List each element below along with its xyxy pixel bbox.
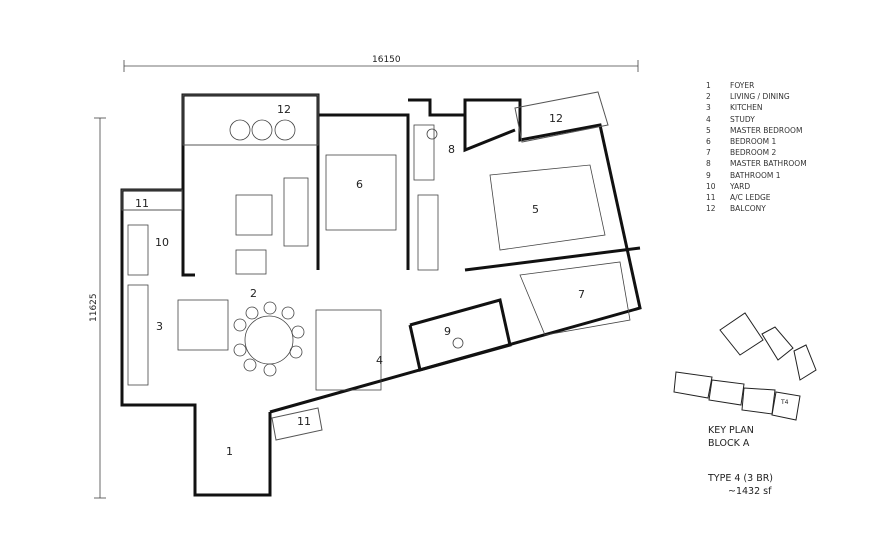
legend-num: 4 bbox=[706, 114, 711, 124]
room-label-9: 9 bbox=[444, 325, 451, 338]
legend-num: 7 bbox=[706, 148, 711, 158]
legend-name: MASTER BEDROOM bbox=[730, 125, 803, 135]
legend-item: 5 MASTER BEDROOM bbox=[706, 125, 807, 136]
room-label-10: 10 bbox=[155, 236, 169, 249]
legend-num: 3 bbox=[706, 103, 711, 113]
room-label-11a: 11 bbox=[135, 197, 149, 210]
legend-item: 6 BEDROOM 1 bbox=[706, 136, 807, 147]
legend-item: 9 BATHROOM 1 bbox=[706, 170, 807, 181]
room-label-4: 4 bbox=[376, 354, 383, 367]
room-label-6: 6 bbox=[356, 178, 363, 191]
legend-num: 10 bbox=[706, 181, 716, 191]
room-label-2: 2 bbox=[250, 287, 257, 300]
key-plan-title: KEY PLAN bbox=[708, 425, 754, 436]
unit-info: TYPE 4 (3 BR) ~1432 sf bbox=[708, 472, 773, 498]
height-dimension: 11625 bbox=[89, 293, 99, 322]
room-label-12b: 12 bbox=[549, 112, 563, 125]
legend-num: 1 bbox=[706, 81, 711, 90]
room-labels: 1 2 3 4 5 6 7 8 9 10 11 11 12 12 bbox=[135, 103, 585, 458]
legend-name: BATHROOM 1 bbox=[730, 170, 781, 180]
width-dimension: 16150 bbox=[372, 55, 401, 65]
key-plan bbox=[673, 312, 817, 421]
legend-item: 4 STUDY bbox=[706, 114, 807, 125]
unit-area: ~1432 sf bbox=[728, 486, 772, 497]
legend-num: 8 bbox=[706, 159, 711, 169]
legend-num: 6 bbox=[706, 137, 711, 147]
key-plan-caption: KEY PLAN BLOCK A bbox=[708, 424, 754, 450]
room-label-7: 7 bbox=[578, 288, 585, 301]
legend-num: 2 bbox=[706, 92, 711, 102]
legend-item: 1 FOYER bbox=[706, 80, 807, 91]
legend-item: 11 A/C LEDGE bbox=[706, 192, 807, 203]
legend-item: 8 MASTER BATHROOM bbox=[706, 158, 807, 169]
furniture bbox=[127, 119, 631, 391]
room-label-5: 5 bbox=[532, 203, 539, 216]
legend-name: YARD bbox=[730, 181, 751, 191]
legend-name: LIVING / DINING bbox=[730, 92, 790, 102]
legend-name: BEDROOM 2 bbox=[730, 148, 777, 158]
legend-num: 12 bbox=[706, 204, 716, 214]
room-label-3: 3 bbox=[156, 320, 163, 333]
legend-item: 3 KITCHEN bbox=[706, 102, 807, 113]
balconies bbox=[121, 91, 609, 441]
legend-name: MASTER BATHROOM bbox=[730, 159, 807, 169]
legend-name: FOYER bbox=[730, 81, 755, 90]
unit-type: TYPE 4 (3 BR) bbox=[708, 473, 774, 484]
legend-name: A/C LEDGE bbox=[730, 193, 771, 203]
legend-name: BEDROOM 1 bbox=[730, 137, 777, 147]
legend-num: 5 bbox=[706, 125, 711, 135]
legend-num: 11 bbox=[706, 193, 716, 203]
legend-item: 7 BEDROOM 2 bbox=[706, 147, 807, 158]
room-label-8: 8 bbox=[448, 143, 455, 156]
legend-num: 9 bbox=[706, 170, 711, 180]
legend-item: 10 YARD bbox=[706, 181, 807, 192]
legend-item: 12 BALCONY bbox=[706, 203, 807, 214]
legend-item: 2 LIVING / DINING bbox=[706, 91, 807, 102]
dimension-lines bbox=[94, 60, 639, 499]
legend-name: STUDY bbox=[730, 114, 755, 124]
legend-name: KITCHEN bbox=[730, 103, 763, 113]
key-plan-block: BLOCK A bbox=[708, 438, 750, 449]
room-label-12a: 12 bbox=[277, 103, 291, 116]
legend-name: BALCONY bbox=[730, 204, 766, 214]
room-label-1: 1 bbox=[226, 445, 233, 458]
key-plan-unit-tag: T4 bbox=[780, 399, 789, 406]
room-label-11b: 11 bbox=[297, 415, 311, 428]
